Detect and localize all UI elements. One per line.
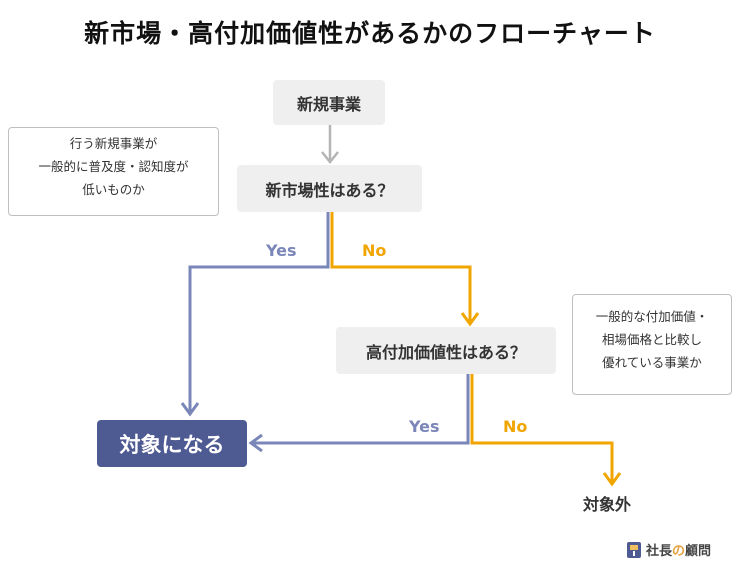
yes-label-q1: Yes bbox=[266, 241, 297, 260]
no-label-q2: No bbox=[503, 417, 528, 436]
callout-line: 行う新規事業が bbox=[69, 136, 158, 151]
arrowhead-q2-yes bbox=[248, 433, 263, 453]
callout-new-market: 行う新規事業が 一般的に普及度・認知度が 低いものか bbox=[8, 127, 219, 216]
no-label-q1: No bbox=[362, 241, 387, 260]
page-title: 新市場・高付加価値性があるかのフローチャート bbox=[84, 19, 656, 48]
callout-high-value: 一般的な付加価値・ 相場価格と比較し 優れている事業か bbox=[572, 294, 732, 395]
outside-node-not-eligible: 対象外 bbox=[583, 495, 632, 514]
arrowhead-start-q1 bbox=[321, 151, 339, 165]
brand-logo: 社長の顧問 bbox=[626, 540, 711, 559]
arrowhead-q1-yes bbox=[180, 402, 200, 417]
callout-line: 相場価格と比較し bbox=[601, 332, 702, 347]
connector-q1-yes bbox=[188, 212, 330, 412]
yes-label-q2: Yes bbox=[409, 417, 440, 436]
brand-text: 社長の顧問 bbox=[646, 544, 712, 559]
arrowhead-q1-no bbox=[460, 312, 480, 327]
arrowhead-q2-no bbox=[602, 472, 622, 487]
start-node-new-business: 新規事業 bbox=[273, 80, 385, 125]
callout-line: 一般的な付加価値・ bbox=[595, 309, 709, 324]
target-node-eligible: 対象になる bbox=[97, 420, 247, 467]
question-new-market: 新市場性はある？ bbox=[237, 165, 422, 212]
connector-q2-no bbox=[470, 374, 614, 482]
callout-line: 一般的に普及度・認知度が bbox=[38, 159, 189, 174]
question-high-value: 高付加価値性はある？ bbox=[336, 327, 556, 374]
book-icon bbox=[627, 541, 641, 558]
connector-q1-no bbox=[330, 212, 472, 322]
callout-line: 低いものか bbox=[82, 182, 145, 197]
callout-line: 優れている事業か bbox=[602, 355, 702, 370]
connector-q2-yes bbox=[252, 374, 470, 445]
